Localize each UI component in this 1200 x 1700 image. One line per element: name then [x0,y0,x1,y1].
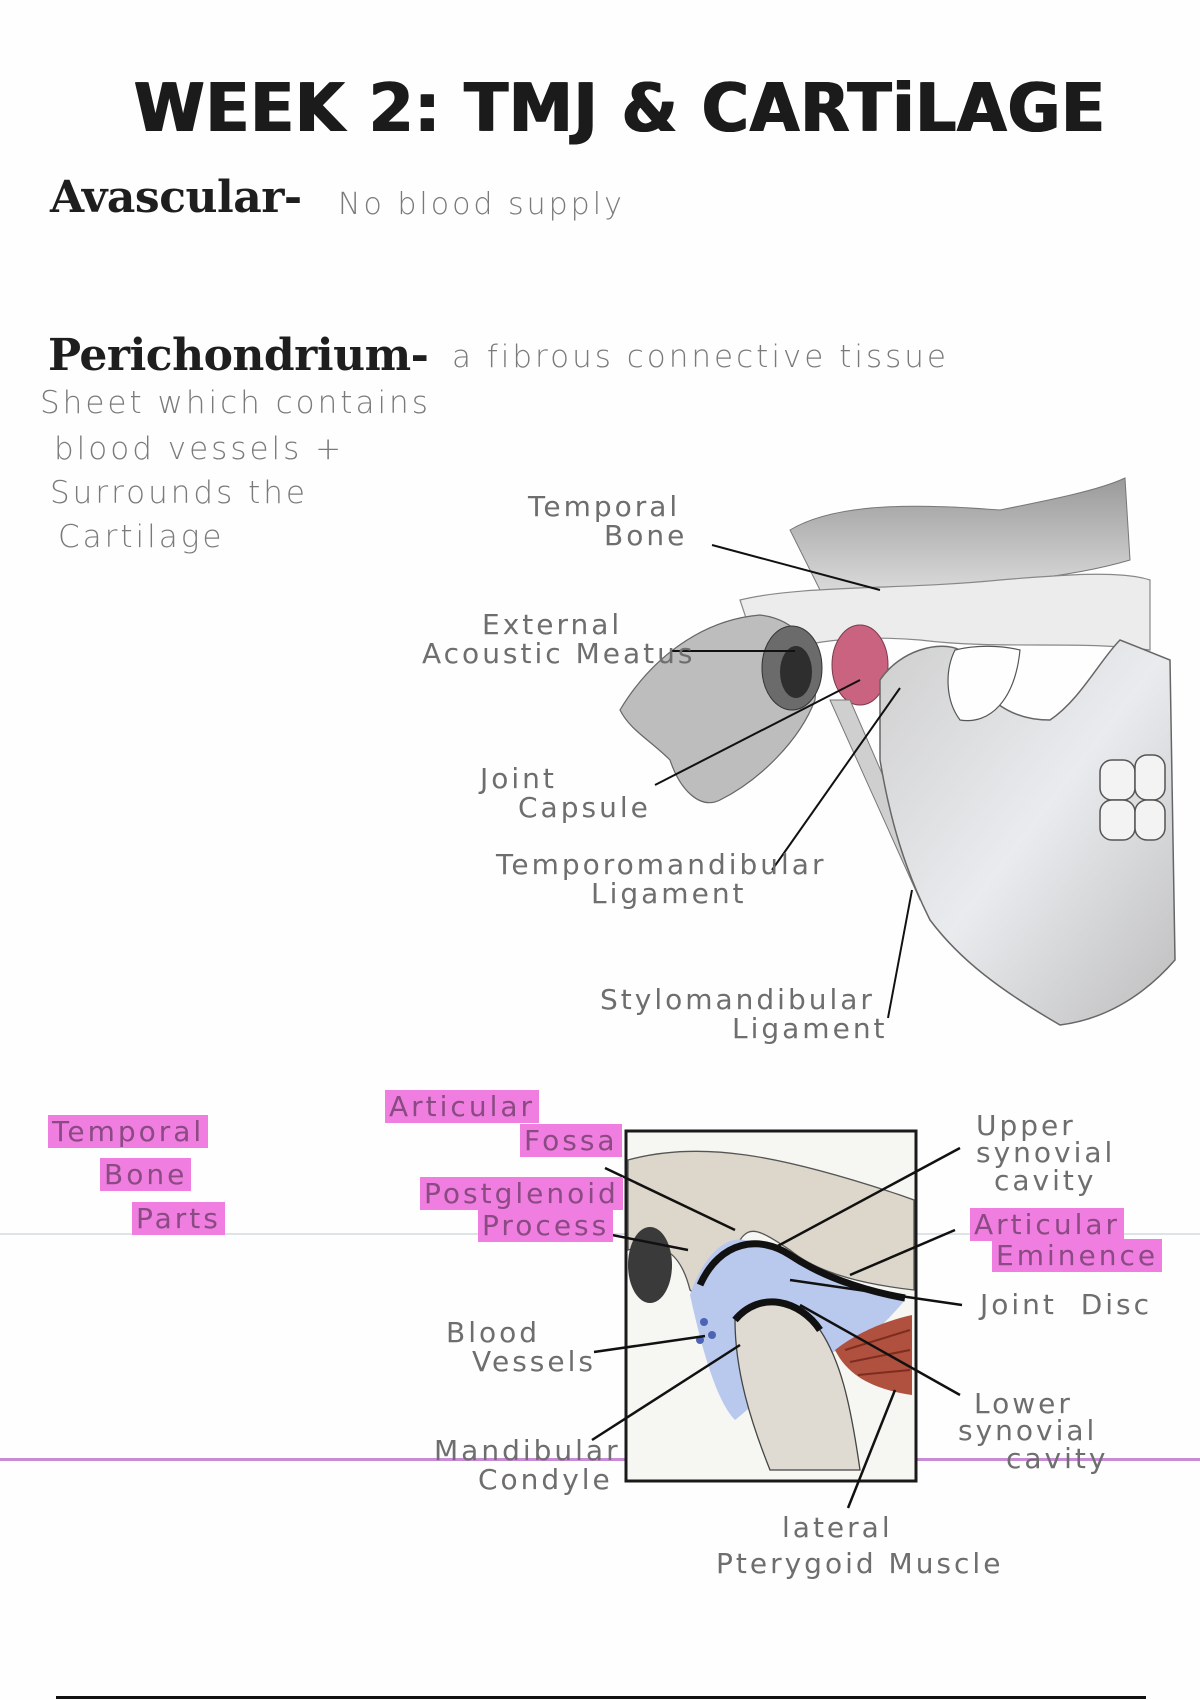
label-articular-eminence: Articular Eminence [970,1208,1163,1272]
label-external-acoustic-meatus: External Acoustic Meatus [422,608,696,671]
definition-avascular: No blood supply [338,187,625,222]
definition-perichondrium-line1: a fibrous connective tissue [452,339,949,375]
pink-rule-line [0,1458,1200,1461]
label-joint-capsule: Joint Capsule [480,762,651,825]
label-stylomandibular-ligament: Stylomandibular Ligament [600,983,888,1046]
label-mandibular-condyle: Mandibular Condyle [434,1434,621,1497]
term-perichondrium: Perichondrium- [48,330,429,381]
term-avascular: Avascular- [50,172,302,223]
definition-perichondrium-line4: Surrounds the [50,475,308,511]
label-temporal-bone: Temporal Bone [528,490,688,553]
bottom-rule-line [56,1696,1146,1699]
label-blood-vessels: Blood Vessels [446,1316,596,1379]
label-articular-fossa: Articular Fossa [385,1090,622,1157]
label-lower-synovial-cavity: Lower synovial cavity [958,1387,1109,1475]
label-lateral-pterygoid-muscle: lateral Pterygoid Muscle [716,1511,1004,1581]
label-postglenoid-process: Postglenoid Process [420,1177,623,1243]
definition-perichondrium-line3: blood vessels + [54,431,345,467]
label-joint-disc: Joint Disc [980,1288,1153,1321]
definition-perichondrium-line5: Cartilage [58,519,225,555]
tmj-lateral-illustration [619,477,1176,1026]
label-temporomandibular-ligament: Temporomandibular Ligament [496,848,827,911]
label-upper-synovial-cavity: Upper synovial cavity [976,1109,1116,1197]
page-title: WEEK 2: TMJ & CARTiLAGE [134,70,1106,148]
definition-perichondrium-line2: Sheet which contains [40,385,431,421]
section-heading-temporal-bone-parts: Temporal Bone Parts [48,1110,225,1240]
